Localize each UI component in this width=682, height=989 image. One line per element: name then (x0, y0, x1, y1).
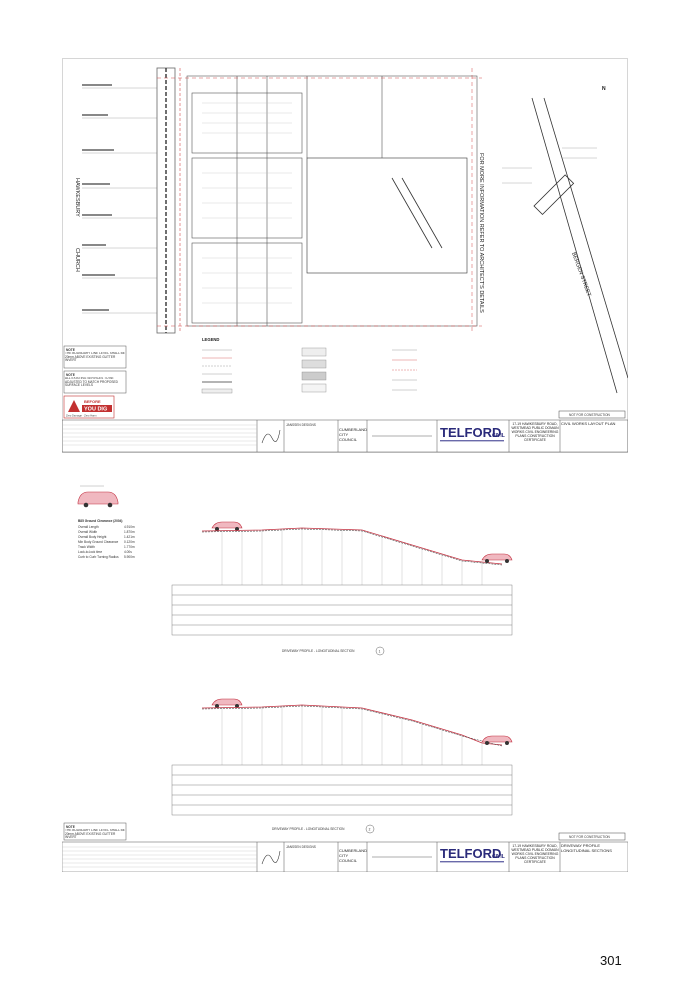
page-number: 301 (600, 953, 622, 968)
vehicle-spec-value: 4.00s (124, 550, 132, 554)
car-side-icon (211, 521, 243, 529)
profile-1-label: DRIVEWAY PROFILE - LONGITUDINAL SECTION (282, 649, 355, 653)
note2-text: ALL EXISTING SERVICES TO BE ADJUSTED TO … (65, 377, 118, 388)
vehicle-spec-label: Overall Body Height (78, 535, 106, 539)
vehicle-spec-label: Curb to Curb Turning Radius (78, 555, 119, 559)
drawing-title: CIVIL WORKS LAYOUT PLAN (561, 422, 616, 426)
legend-title: LEGEND (202, 337, 219, 342)
profile-1-number: 1 (379, 650, 381, 654)
dial-before-you-dig-logo: BEFORE YOU DIG Zero Damage · Zero Harm (63, 395, 115, 419)
project-title: 17-19 HAWKESBURY ROAD, WESTMEAD PUBLIC D… (511, 422, 559, 443)
car-side-icon (211, 698, 243, 706)
vehicle-spec-label: Track Width (78, 545, 95, 549)
council-name: CUMBERLAND CITY COUNCIL (339, 428, 367, 442)
council-name: CUMBERLAND CITY COUNCIL (339, 849, 367, 863)
profile-2-number: 2 (369, 828, 371, 832)
note-text: THE BOUNDARY LINE LEVEL SHALL BE 20mm AB… (65, 829, 125, 840)
vehicle-spec-label: Min Body Ground Clearance (78, 540, 118, 544)
vehicle-spec-list: Overall Length 4.910m Overall Width 1.87… (78, 525, 135, 559)
vehicle-spec-value: 1.770m (124, 545, 135, 549)
layout-plan-drawing: HAWKESBURY CHURCH FOR MORE INFORMATION R… (62, 58, 628, 453)
vehicle-spec-value: 0.120m (124, 540, 135, 544)
vehicle-spec-value: 4.910m (124, 525, 135, 529)
profile-section-1: DRIVEWAY PROFILE - LONGITUDINAL SECTION … (171, 521, 513, 656)
note2-title: NOTE (66, 373, 75, 377)
vehicle-spec-value: 1.870m (124, 530, 135, 534)
project-title: 17-19 HAWKESBURY ROAD, WESTMEAD PUBLIC D… (511, 844, 559, 865)
street-label-left: HAWKESBURY (74, 178, 80, 217)
car-plan-icon (77, 485, 119, 508)
architect-note: FOR MORE INFORMATION REFER TO ARCHITECT'… (478, 153, 484, 313)
architect-name: JANSSEN DESIGNS (286, 423, 316, 427)
stamp-label: NOT FOR CONSTRUCTION (569, 413, 611, 417)
company-suffix: CIVIL (492, 854, 505, 860)
car-side-icon (481, 735, 513, 743)
vehicle-spec-label: Lock-to-lock time (78, 550, 102, 554)
dial-sub: Zero Damage · Zero Harm (66, 414, 97, 418)
dial-main: YOU DIG (84, 407, 107, 413)
signature-icon (261, 850, 281, 865)
company-logo: TELFORD (440, 846, 501, 861)
driveway-profile-drawing: B85 Ground Clearance (2004) Overall Leng… (62, 485, 628, 872)
architect-name: JANSSEN DESIGNS (286, 845, 316, 849)
car-side-icon (481, 553, 513, 561)
profile-section-2: DRIVEWAY PROFILE - LONGITUDINAL SECTION … (171, 698, 513, 834)
driveway-profile-sheet: B85 Ground Clearance (2004) Overall Leng… (62, 480, 628, 872)
civil-works-layout-sheet: HAWKESBURY CHURCH FOR MORE INFORMATION R… (62, 58, 628, 453)
company-suffix: CIVIL (492, 433, 505, 439)
dial-top: BEFORE (84, 399, 101, 404)
note1-text: THE BOUNDARY LINE LEVEL SHALL BE 20mm AB… (65, 352, 125, 363)
vehicle-spec-value: 5.900m (124, 555, 135, 559)
street-label-church: CHURCH (74, 248, 80, 272)
vehicle-spec-value: 1.421m (124, 535, 135, 539)
vehicle-spec-label: Overall Width (78, 530, 97, 534)
company-logo: TELFORD (440, 425, 501, 440)
north-arrow-icon: N (602, 86, 606, 92)
vehicle-spec-title: B85 Ground Clearance (2004) (78, 519, 122, 523)
vehicle-spec-label: Overall Length (78, 525, 99, 529)
profile-2-label: DRIVEWAY PROFILE - LONGITUDINAL SECTION (272, 827, 345, 831)
note-title: NOTE (66, 825, 75, 829)
signature-icon (261, 429, 281, 444)
stamp-label: NOT FOR CONSTRUCTION (569, 835, 611, 839)
drawing-title: DRIVEWAY PROFILE LONGITUDINAL SECTIONS (561, 844, 612, 853)
note1-title: NOTE (66, 348, 75, 352)
